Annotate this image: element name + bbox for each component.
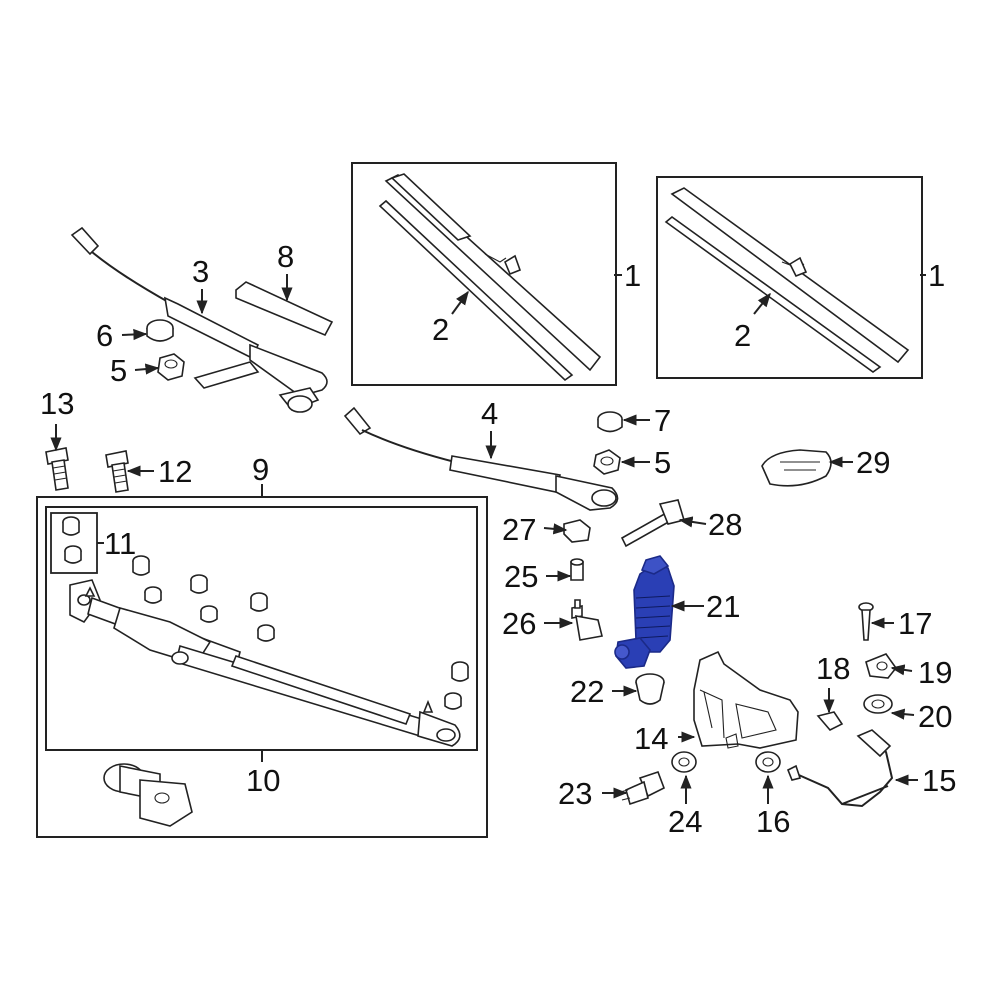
leader-lines: [50, 274, 926, 804]
callout-28: 28: [708, 507, 742, 542]
wiper-arm-right: [343, 406, 619, 511]
callout-5-left: 5: [110, 353, 127, 388]
sensor-cover: [761, 449, 832, 487]
callout-23: 23: [558, 776, 592, 811]
callout-12: 12: [158, 454, 192, 489]
arm-cover: [235, 281, 334, 337]
callout-6: 6: [96, 318, 113, 353]
plug-25: [570, 558, 584, 581]
callout-19: 19: [918, 655, 952, 690]
washer-reservoir: [693, 650, 799, 749]
bolt-12: [105, 450, 129, 493]
callout-25: 25: [504, 559, 538, 594]
clip-27: [563, 519, 591, 543]
callout-3: 3: [192, 254, 209, 289]
grommet-20: [863, 694, 893, 714]
callout-2-left: 2: [432, 312, 449, 347]
callout-17: 17: [898, 606, 932, 641]
wiper-linkage: [69, 555, 469, 747]
bracket-19: [865, 653, 898, 679]
clip-18: [816, 711, 844, 731]
callout-2-right: 2: [734, 318, 751, 353]
callout-29: 29: [856, 445, 890, 480]
washer-nozzle-28: [620, 499, 686, 548]
nut-cap-right: [597, 411, 623, 433]
level-sensor: [619, 770, 666, 806]
callout-21: 21: [706, 589, 740, 624]
callout-1-right: 1: [928, 258, 945, 293]
nut-right: [593, 449, 621, 475]
connector-26: [571, 599, 603, 641]
wiper-blade-assembly-left: [378, 173, 602, 382]
grommet-24: [671, 751, 697, 773]
nut-cap-left: [146, 319, 174, 342]
callout-16: 16: [756, 804, 790, 839]
callout-1-left: 1: [624, 258, 641, 293]
blade-frame-right: [656, 176, 923, 379]
grommet-set: [62, 516, 82, 564]
callout-4: 4: [481, 396, 498, 431]
callout-13: 13: [40, 386, 74, 421]
callout-15: 15: [922, 763, 956, 798]
callout-14: 14: [634, 721, 668, 756]
washer-hose: [786, 729, 894, 808]
wiper-arm-left: [70, 226, 328, 413]
callout-11: 11: [104, 526, 136, 561]
bolt-13: [45, 447, 69, 491]
grommet-16: [755, 751, 781, 773]
callout-5-right: 5: [654, 445, 671, 480]
callout-20: 20: [918, 699, 952, 734]
callout-24: 24: [668, 804, 702, 839]
callout-10: 10: [246, 763, 280, 798]
callout-22: 22: [570, 674, 604, 709]
callout-8: 8: [277, 239, 294, 274]
callouts: 1 1 2 2 3 4 5 5 6 7 8 9 10 11 12 13 14 1…: [40, 239, 956, 839]
callout-7: 7: [654, 403, 671, 438]
callout-26: 26: [502, 606, 536, 641]
callout-27: 27: [502, 512, 536, 547]
washer-pump: [614, 555, 675, 669]
nut-left: [157, 353, 185, 381]
wiper-blade-assembly-right: [664, 187, 910, 373]
callout-18: 18: [816, 651, 850, 686]
wiper-motor: [103, 763, 193, 827]
callout-9: 9: [252, 452, 269, 487]
screw-17: [858, 602, 874, 641]
pump-grommet: [635, 673, 665, 705]
